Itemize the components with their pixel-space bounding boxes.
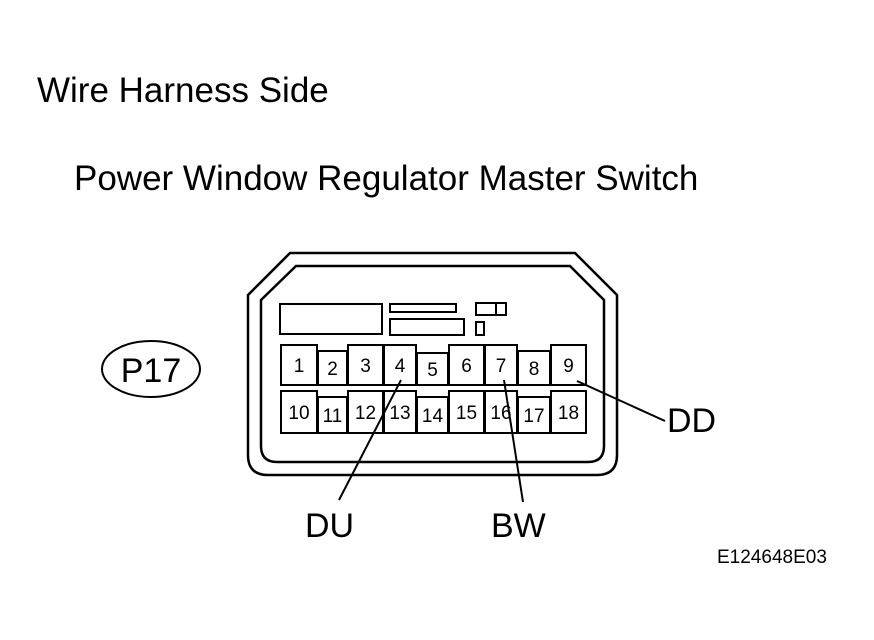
pin-18: 18 xyxy=(550,390,587,434)
pin-number: 10 xyxy=(288,403,309,424)
pin-1: 1 xyxy=(280,344,318,386)
leader-du xyxy=(338,379,402,501)
pin-number: 6 xyxy=(461,356,472,377)
pin-5: 5 xyxy=(416,352,449,386)
pin-number: 18 xyxy=(558,403,579,424)
connector-id-ellipse xyxy=(101,340,201,398)
wire-leaders xyxy=(338,379,666,503)
pin-number: 8 xyxy=(529,359,540,380)
pin-15: 15 xyxy=(448,390,485,434)
pin-number: 9 xyxy=(563,356,574,377)
pin-number: 5 xyxy=(427,360,438,381)
pin-number: 17 xyxy=(523,406,544,427)
pin-14: 14 xyxy=(416,396,449,434)
pin-2: 2 xyxy=(317,350,348,386)
wire-label-bw: BW xyxy=(491,507,546,545)
pin-number: 16 xyxy=(490,403,511,424)
pin-10: 10 xyxy=(280,390,318,434)
pin-17: 17 xyxy=(517,396,551,434)
pin-4: 4 xyxy=(383,344,417,386)
pin-9: 9 xyxy=(550,344,587,386)
pin-number: 12 xyxy=(355,403,376,424)
pin-11: 11 xyxy=(317,396,348,434)
pin-3: 3 xyxy=(347,344,384,386)
connector-key-features xyxy=(279,302,507,336)
connector-outer-outline xyxy=(246,251,619,477)
pin-7: 7 xyxy=(484,344,518,386)
pin-13: 13 xyxy=(383,390,417,434)
pin-6: 6 xyxy=(448,344,485,386)
figure-code: E124648E03 xyxy=(717,547,827,568)
connector-inner-outline xyxy=(259,264,606,464)
pin-number: 13 xyxy=(389,403,410,424)
wire-label-du: DU xyxy=(305,507,354,545)
connector-id: P17 xyxy=(121,352,182,390)
leader-bw xyxy=(503,379,524,503)
component-title: Power Window Regulator Master Switch xyxy=(74,159,699,198)
pin-number: 11 xyxy=(323,406,343,427)
pin-cavity xyxy=(550,344,587,386)
leader-dd xyxy=(576,380,666,422)
pin-number: 1 xyxy=(294,356,305,377)
heading: Wire Harness Side xyxy=(37,71,329,110)
pin-number: 14 xyxy=(422,406,444,427)
pin-number: 7 xyxy=(496,356,507,377)
pin-cavity xyxy=(550,390,587,434)
pin-number: 4 xyxy=(395,356,406,377)
wire-label-dd: DD xyxy=(667,402,716,440)
pin-number: 15 xyxy=(456,403,477,424)
pin-number: 2 xyxy=(327,359,338,380)
pin-8: 8 xyxy=(517,350,551,386)
pin-number: 3 xyxy=(360,356,371,377)
